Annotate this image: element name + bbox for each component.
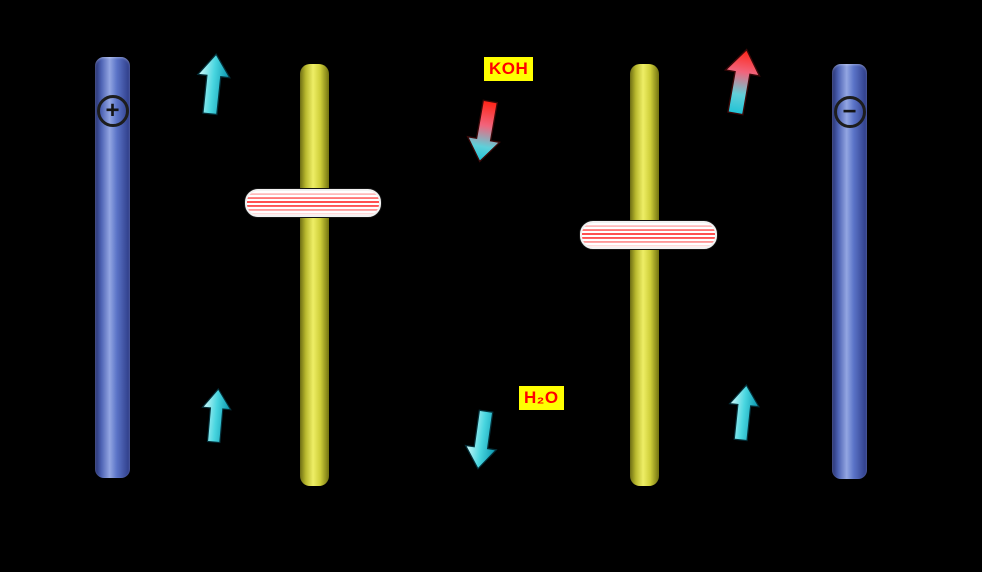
h2o-label: H₂O (519, 386, 564, 410)
h2o-down-arrow-icon (464, 409, 498, 470)
left-striped-capsule (245, 189, 381, 217)
right-striped-capsule (580, 221, 717, 249)
cyan-up-arrow-bottom-left-icon (201, 388, 232, 444)
cyan-up-arrow-top-left-icon (196, 53, 231, 116)
right-membrane-bar (630, 64, 659, 486)
cyan-up-arrow-bottom-right-icon (728, 384, 761, 442)
koh-label: KOH (484, 57, 534, 81)
positive-electrode-bar: + (95, 57, 130, 478)
plus-sign-icon: + (96, 95, 129, 127)
koh-down-arrow-icon (466, 99, 501, 163)
red-cyan-up-arrow-top-right-icon (723, 48, 761, 116)
negative-electrode-bar: − (832, 64, 867, 479)
minus-sign-icon: − (833, 96, 866, 128)
left-membrane-bar (300, 64, 329, 486)
